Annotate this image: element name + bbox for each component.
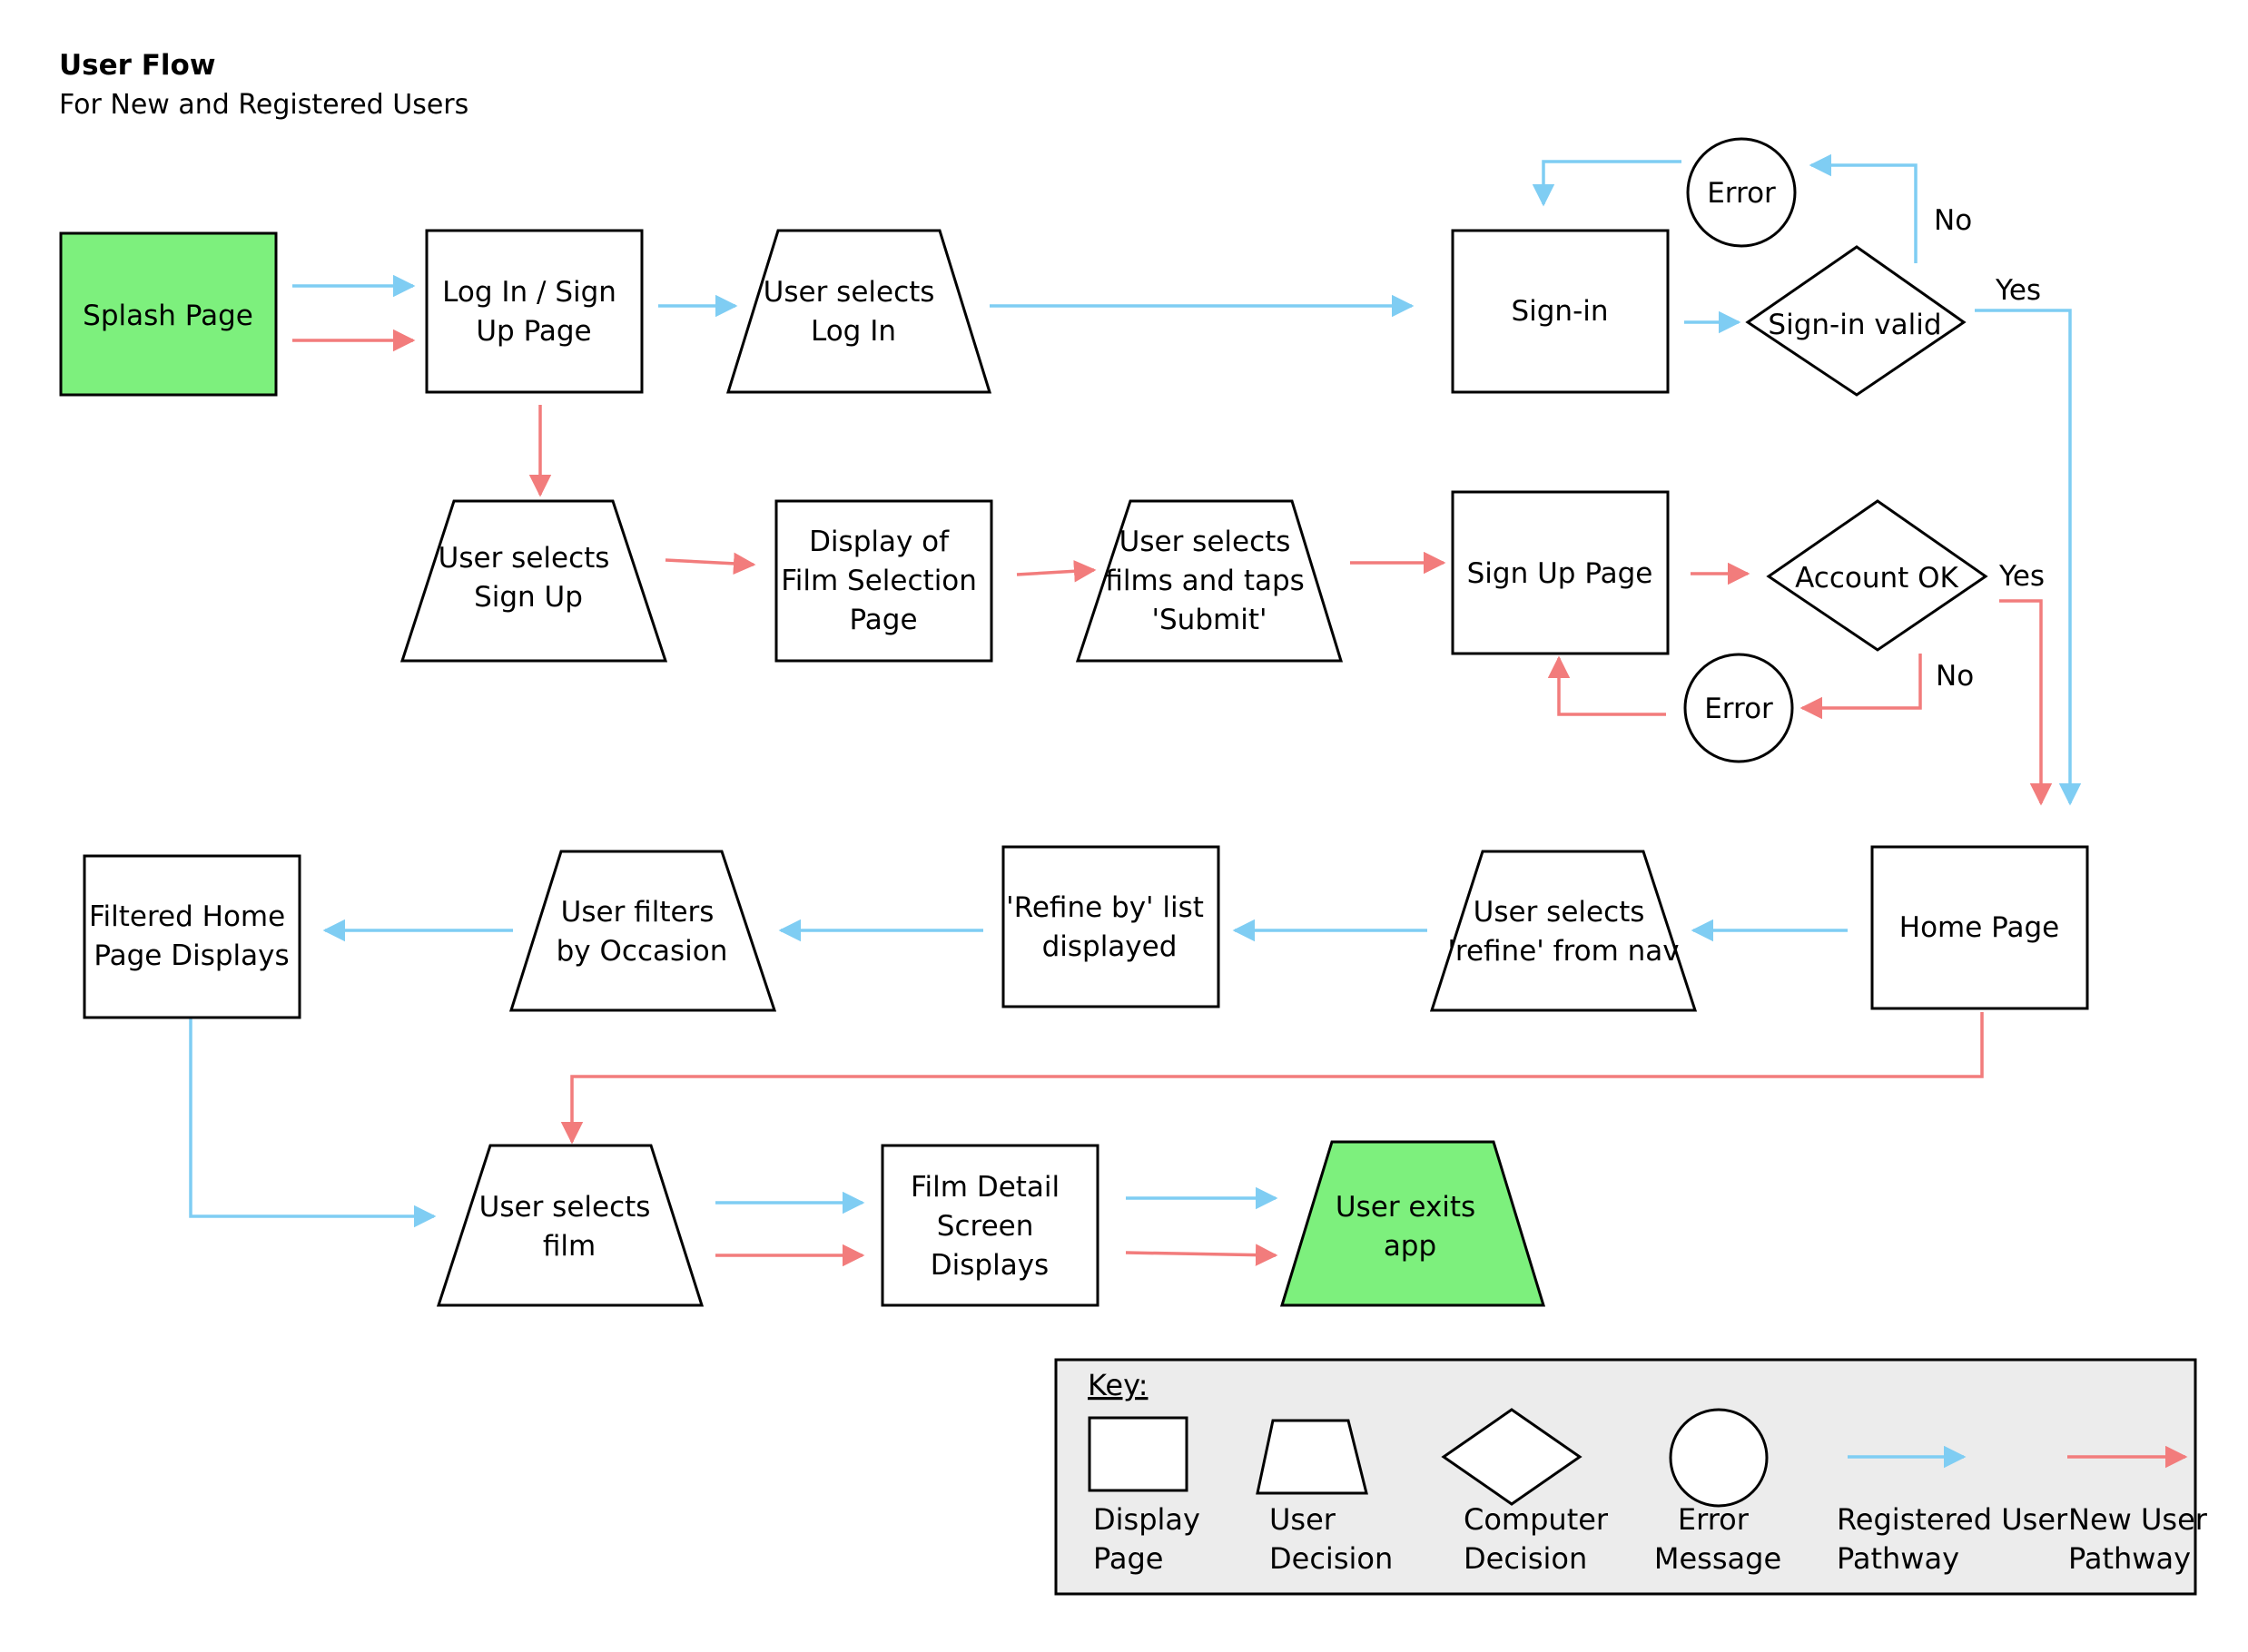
edge-label-account-no: No: [1936, 660, 1974, 693]
legend-label-display-page: Display Page: [1093, 1502, 1209, 1576]
arrow-account-no-to-error: [1799, 654, 1922, 720]
node-error-bottom-shape: [1683, 653, 1794, 763]
node-exit-label: User exits app: [1336, 1191, 1484, 1263]
node-select-film-shape: [436, 1144, 705, 1307]
node-select-login-shape: [725, 229, 992, 394]
node-select-signup-shape: [399, 499, 668, 663]
node-select-films-shape: [1075, 499, 1344, 663]
node-login-signup-page-shape: [425, 229, 644, 394]
node-account-ok-label: Account OK: [1795, 562, 1958, 595]
legend-circle-icon: [1669, 1408, 1769, 1508]
legend-label-new-user-pathway: New User Pathway: [2068, 1502, 2216, 1576]
node-filter-occasion-shape: [508, 850, 777, 1012]
flow-arrows: [189, 153, 2082, 1267]
legend-label-registered-pathway: Registered User Pathway: [1837, 1502, 2076, 1576]
node-film-selection-shape: [774, 499, 993, 663]
arrow-home-to-select-film: [560, 1012, 1984, 1145]
node-select-login-label: User selects Log In: [764, 276, 944, 348]
node-select-signup-label: User selects Sign Up: [439, 542, 619, 614]
legend-label-computer-decision: Computer Decision: [1464, 1502, 1617, 1576]
node-filtered-home-label: Filtered Home Page Displays: [89, 900, 294, 972]
node-signin-valid-shape: [1745, 245, 1967, 397]
node-refine-list-shape: [1001, 845, 1220, 1008]
node-error-top-shape: [1686, 137, 1797, 248]
arrow-film-selection-to-select-films: [1016, 560, 1097, 583]
node-filter-occasion-label: User filters by Occasion: [557, 896, 728, 968]
node-signin-shape: [1451, 229, 1670, 394]
legend: Key: Display Page User Decision Computer…: [1054, 1358, 2216, 1596]
node-splash-page-label: Splash Page: [83, 300, 253, 332]
flow-nodes: Splash Page Log In / Sign Up Page User s…: [59, 137, 2089, 1307]
node-signin-valid-label: Sign-in valid: [1768, 309, 1941, 341]
arrow-valid-no-to-error: [1809, 153, 1918, 263]
page-subtitle: For New and Registered Users: [59, 89, 468, 121]
edge-label-account-yes: Yes: [1998, 560, 2045, 593]
node-error-bottom-label: Error: [1704, 693, 1773, 725]
arrow-detail-to-exit-red: [1125, 1244, 1278, 1266]
node-refine-list-label: 'Refine by' list displayed: [1006, 891, 1213, 963]
node-film-detail-shape: [881, 1144, 1099, 1307]
node-signup-page-label: Sign Up Page: [1467, 557, 1653, 590]
node-signup-page-shape: [1451, 490, 1670, 655]
arrow-error-to-signup: [1547, 655, 1666, 716]
legend-trapezoid-icon: [1256, 1419, 1368, 1495]
legend-rectangle-icon: [1088, 1416, 1188, 1492]
legend-diamond-icon: [1441, 1408, 1582, 1506]
node-home-page-shape: [1870, 845, 2089, 1010]
arrow-filtered-home-to-select-film: [189, 1018, 437, 1228]
node-select-film-label: User selects film: [479, 1191, 660, 1263]
edge-label-signin-no: No: [1934, 204, 1972, 237]
arrow-error-to-signin: [1532, 160, 1681, 207]
node-account-ok-shape: [1766, 499, 1988, 652]
node-home-page-label: Home Page: [1899, 911, 2059, 944]
node-film-selection-label: Display of Film Selection Page: [781, 526, 986, 636]
node-select-refine-shape: [1429, 850, 1698, 1012]
node-error-top-label: Error: [1707, 177, 1776, 210]
arrow-valid-yes-to-home: [1975, 309, 2082, 806]
arrow-account-yes-to-home: [1999, 599, 2053, 806]
node-select-films-label: User selects films and taps 'Submit': [1105, 526, 1313, 636]
node-film-detail-label: Film Detail Screen Displays: [911, 1171, 1069, 1282]
node-select-refine-label: User selects 'refine' from nav: [1447, 896, 1679, 968]
node-splash-page-shape: [59, 231, 278, 397]
edge-label-signin-yes: Yes: [1995, 274, 2041, 307]
arrow-select-signup-to-film-selection: [665, 552, 756, 575]
legend-title: Key:: [1088, 1368, 1148, 1402]
legend-label-user-decision: User Decision: [1269, 1502, 1393, 1576]
node-exit-shape: [1279, 1140, 1546, 1307]
node-login-signup-page-label: Log In / Sign Up Page: [442, 276, 626, 348]
legend-label-error-message: Error Message: [1654, 1502, 1781, 1576]
node-filtered-home-shape: [83, 854, 301, 1019]
legend-box: [1054, 1358, 2197, 1596]
page-title: User Flow: [59, 49, 215, 82]
node-signin-label: Sign-in: [1511, 295, 1608, 328]
